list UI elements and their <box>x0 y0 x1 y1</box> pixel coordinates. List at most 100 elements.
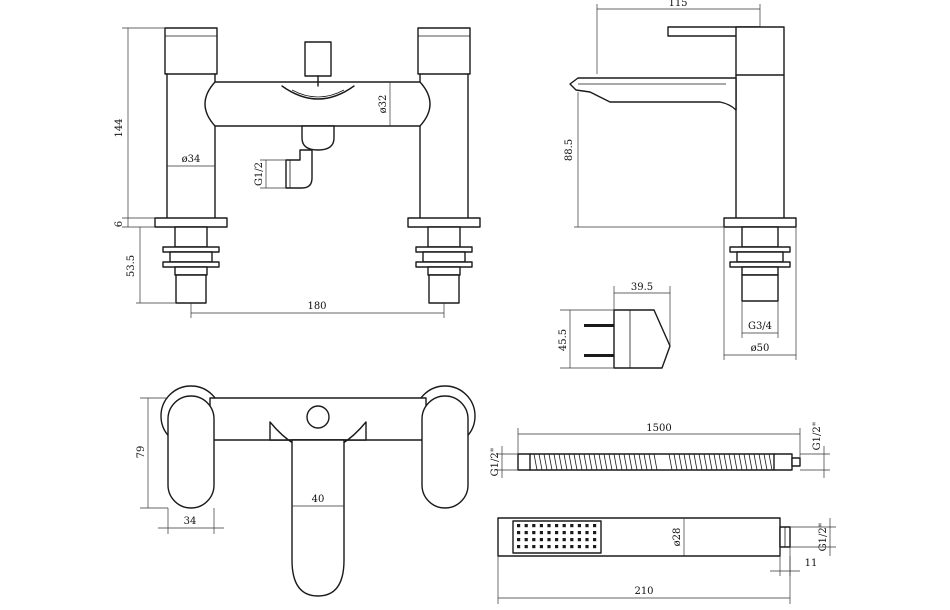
spray-nozzle <box>585 531 589 535</box>
hose-coil <box>573 453 578 471</box>
spray-nozzle <box>577 538 581 542</box>
hose-coil <box>568 453 573 471</box>
hose-coil <box>608 453 613 471</box>
bath-mixer-front-view: 144 6 53.5 180 ø32 ø34 G1/2 <box>114 27 481 318</box>
dim-bath-body-dia: ø32 <box>378 95 389 114</box>
dim-hose-thread-right: G1/2" <box>812 422 823 451</box>
hose-coil <box>673 453 678 471</box>
spray-nozzle <box>532 538 536 542</box>
shower-hose-view: 1500 G1/2" G1/2" <box>490 422 830 478</box>
dim-bath-base-plate: 6 <box>114 221 125 227</box>
hose-coil <box>763 453 768 471</box>
hose-coil <box>553 453 558 471</box>
spray-nozzle <box>517 524 521 528</box>
hose-coil <box>593 453 598 471</box>
spray-nozzles <box>517 524 597 549</box>
dim-basin-thread: G3/4 <box>748 321 772 332</box>
wall-bracket-view: 39.5 45.5 <box>558 282 671 369</box>
spray-nozzle <box>555 538 559 542</box>
dim-bath-height: 144 <box>114 118 125 137</box>
hose-coils <box>533 453 773 471</box>
spray-nozzle <box>570 538 574 542</box>
spray-nozzle <box>517 538 521 542</box>
hose-coil <box>703 453 708 471</box>
hose-coil <box>578 453 583 471</box>
dim-bracket-width: 39.5 <box>631 282 653 293</box>
spray-nozzle <box>517 545 521 549</box>
shower-handset-view: ø28 G1/2" 11 210 <box>497 517 836 604</box>
dim-bracket-height: 45.5 <box>558 329 569 351</box>
hose-coil <box>693 453 698 471</box>
spray-nozzle <box>547 545 551 549</box>
hose-left-nut <box>517 453 531 471</box>
hose-coil <box>653 453 658 471</box>
hose-coil <box>543 453 548 471</box>
spray-nozzle <box>524 538 528 542</box>
right-handle-cap <box>417 27 471 75</box>
spray-nozzle <box>524 531 528 535</box>
hose-coil <box>598 453 603 471</box>
diverter-knob <box>304 41 332 77</box>
dim-hose-length: 1500 <box>646 423 671 434</box>
hose-coil <box>723 453 728 471</box>
outlet-nut <box>301 125 335 151</box>
mixer-body <box>204 81 431 127</box>
spray-nozzle <box>585 538 589 542</box>
right-tail <box>428 274 460 304</box>
dim-bath-shank: 53.5 <box>126 255 137 277</box>
spray-nozzle <box>555 524 559 528</box>
left-tail <box>175 274 207 304</box>
spray-nozzle <box>593 524 597 528</box>
plan-diverter <box>306 405 330 429</box>
spray-nozzle <box>547 538 551 542</box>
spray-nozzle <box>562 524 566 528</box>
spray-nozzle <box>539 545 543 549</box>
spray-face <box>512 520 602 554</box>
shower-outlet-elbow <box>285 149 313 189</box>
spray-nozzle <box>562 538 566 542</box>
spray-nozzle <box>547 531 551 535</box>
handset-body <box>497 517 781 557</box>
spray-nozzle <box>585 524 589 528</box>
dim-plan-handle: 34 <box>184 516 197 527</box>
hose-coil <box>683 453 688 471</box>
dim-handset-connector: 11 <box>805 558 818 569</box>
hose-coil <box>648 453 653 471</box>
hose-coil <box>688 453 693 471</box>
hose-coil <box>748 453 753 471</box>
hose-coil <box>548 453 553 471</box>
hose-coil <box>728 453 733 471</box>
bracket-body <box>613 309 671 369</box>
basin-mixer-side-view: 115 88.5 G3/4 ø50 <box>564 0 797 360</box>
hose-coil <box>628 453 633 471</box>
spray-nozzle <box>570 531 574 535</box>
hose-coil <box>738 453 743 471</box>
hose-coil <box>768 453 773 471</box>
hose-coil <box>753 453 758 471</box>
basin-spout <box>569 77 737 111</box>
hose-coil <box>533 453 538 471</box>
hose-coil <box>633 453 638 471</box>
spray-nozzle <box>539 538 543 542</box>
spray-nozzle <box>532 524 536 528</box>
spray-nozzle <box>570 524 574 528</box>
plan-spout <box>291 439 345 597</box>
spray-nozzle <box>593 531 597 535</box>
spray-nozzle <box>524 545 528 549</box>
dim-plan-depth: 79 <box>136 446 147 459</box>
left-handle-cap <box>164 27 218 75</box>
hose-coil <box>638 453 643 471</box>
hose-coil <box>563 453 568 471</box>
basin-handle-cap <box>735 26 785 76</box>
dim-bath-pillar-dia: ø34 <box>182 154 201 165</box>
spray-nozzle <box>585 545 589 549</box>
spray-nozzle <box>547 524 551 528</box>
dim-hose-thread-left: G1/2" <box>490 448 501 477</box>
hose-coil <box>613 453 618 471</box>
hose-coil <box>583 453 588 471</box>
basin-base-plate <box>723 217 797 228</box>
hose-coil <box>538 453 543 471</box>
dim-basin-base-dia: ø50 <box>751 343 770 354</box>
hose-coil <box>733 453 738 471</box>
